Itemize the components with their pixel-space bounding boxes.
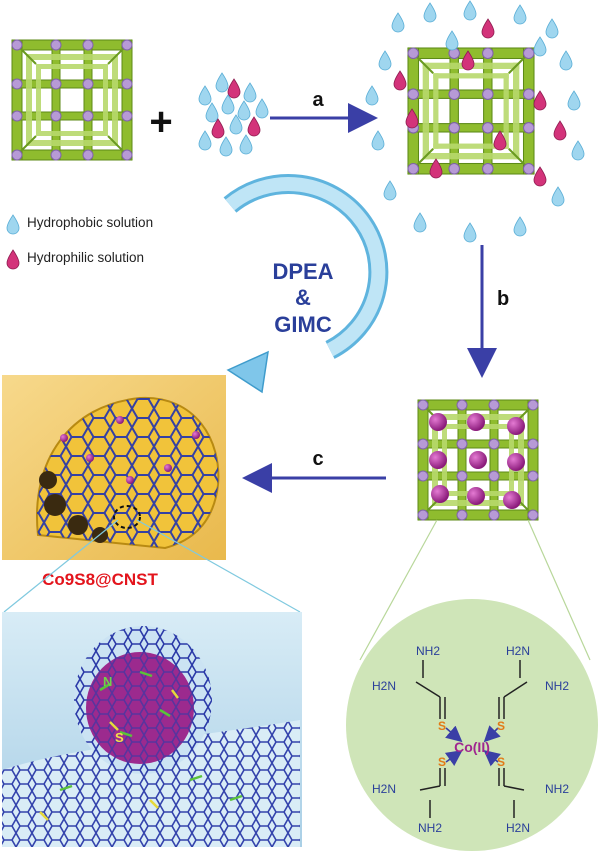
- center-line2: &: [295, 285, 311, 310]
- product-image: [2, 375, 226, 560]
- complex-s-bl: S: [438, 755, 446, 769]
- center-line1: DPEA: [272, 259, 333, 284]
- step-a-label: a: [312, 89, 324, 111]
- legend-hydrophobic: Hydrophobic solution: [27, 215, 153, 230]
- complex-h2n-br: H2N: [506, 821, 530, 835]
- solution-droplets: [198, 72, 269, 157]
- legend-hydrophilic: Hydrophilic solution: [27, 250, 144, 265]
- center-line3: GIMC: [274, 312, 332, 337]
- nanotube-n-label: N: [103, 674, 112, 689]
- complex-s-tr: S: [497, 719, 505, 733]
- complex-nh2-tr: NH2: [545, 679, 569, 693]
- step-b-label: b: [497, 288, 509, 310]
- complex-nh2-bl: NH2: [418, 821, 442, 835]
- product-label: Co9S8@CNST: [42, 570, 158, 589]
- step-c-label: c: [312, 448, 323, 470]
- complex-h2n-tl: H2N: [372, 679, 396, 693]
- hydrophilic-drop-icon: [6, 249, 20, 270]
- complex-s-br: S: [497, 755, 505, 769]
- complex-center: Co(II): [454, 739, 490, 755]
- plus-sign: +: [149, 100, 172, 144]
- legend: Hydrophobic solution Hydrophilic solutio…: [6, 214, 153, 270]
- complex-nh2-br: NH2: [545, 782, 569, 796]
- complex-s-tl: S: [438, 719, 446, 733]
- complex-nh2-tl: NH2: [416, 644, 440, 658]
- zoom-lines-left: [3, 519, 301, 613]
- nanotube-panel: [2, 612, 302, 847]
- complex-h2n-bl: H2N: [372, 782, 396, 796]
- framework-cube-loaded: [417, 399, 539, 521]
- hydrophobic-drop-icon: [6, 214, 20, 235]
- zoom-lines-right: [359, 519, 591, 661]
- cycle-arrow: [223, 173, 389, 394]
- complex-h2n-tr: H2N: [506, 644, 530, 658]
- nanotube-s-label: S: [115, 730, 124, 745]
- framework-cube-initial: [11, 39, 133, 161]
- surrounding-droplets: [365, 0, 585, 243]
- complex-panel: [346, 599, 598, 851]
